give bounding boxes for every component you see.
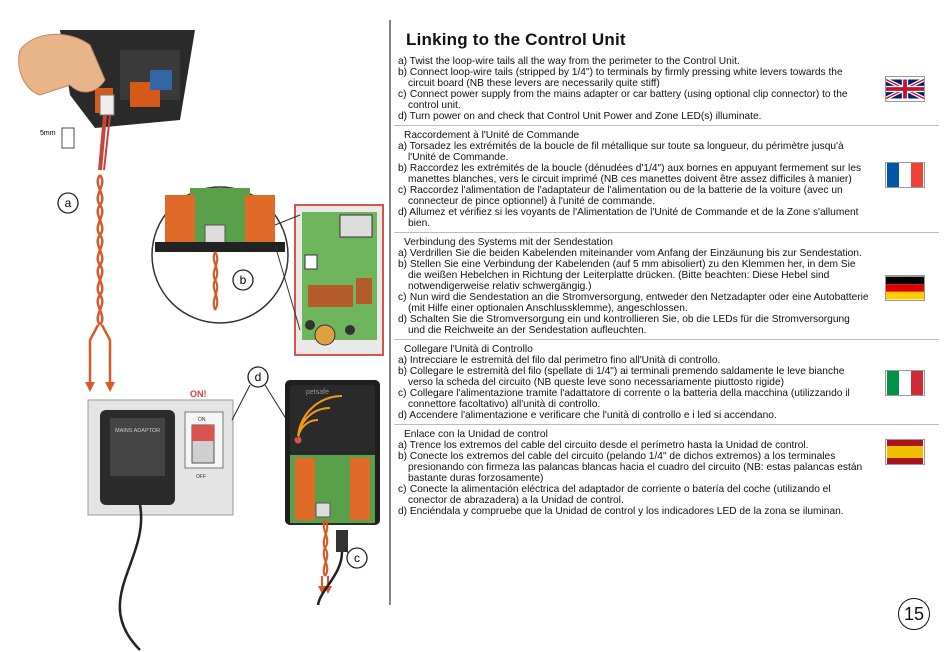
callout-a-circle <box>57 192 79 214</box>
list-item: a) Trence los extremos del cable del cir… <box>398 440 809 451</box>
section-french: Raccordement à l'Unité de Commande a) To… <box>394 130 939 233</box>
list-item: c) Connect power supply from the mains a… <box>398 89 848 111</box>
list-item: a) Twist the loop-wire tails all the way… <box>398 56 740 67</box>
list-item: d) Schalten Sie die Stromversorgung ein … <box>398 314 850 336</box>
installation-illustration: 5mm a b <box>18 20 391 651</box>
control-unit-image <box>285 380 380 606</box>
instructions-column: Linking to the Control Unit a) Twist the… <box>394 30 939 524</box>
section-german: Verbindung des Systems mit der Sendestat… <box>394 237 939 340</box>
list-item: b) Stellen Sie eine Verbindung der Kabel… <box>398 259 856 292</box>
list-item: a) Intrecciare le estremità del filo dal… <box>398 355 721 366</box>
hand-connecting-wires-image <box>18 30 195 171</box>
section-english: a) Twist the loop-wire tails all the way… <box>394 56 939 126</box>
section-heading: Raccordement à l'Unité de Commande <box>404 130 580 141</box>
list-item: c) Nun wird die Sendestation an die Stro… <box>398 292 869 314</box>
on-label: ON! <box>190 389 207 399</box>
twisted-wire-a <box>85 174 115 392</box>
list-item: c) Collegare l'alimentazione tramite l'a… <box>398 388 850 410</box>
list-item: b) Connect loop-wire tails (stripped by … <box>398 67 843 89</box>
france-flag-icon <box>885 162 925 188</box>
list-item: d) Enciéndala y compruebe que la Unidad … <box>398 506 844 517</box>
list-item: b) Conecte los extremos del cable del ci… <box>398 451 863 484</box>
callout-c-circle <box>346 547 368 569</box>
list-item: d) Accendere l'alimentazione e verificar… <box>398 410 777 421</box>
callout-c: c <box>354 551 360 565</box>
section-italian: Collegare l'Unità di Controllo a) Intrec… <box>394 344 939 425</box>
callout-b: b <box>240 273 247 287</box>
switch-on-label: ON <box>198 417 206 423</box>
section-spanish: Enlace con la Unidad de control a) Trenc… <box>394 429 939 520</box>
list-item: a) Torsadez les extrémités de la boucle … <box>398 141 844 163</box>
italy-flag-icon <box>885 370 925 396</box>
list-item: d) Allumez et vérifiez si les voyants de… <box>398 207 859 229</box>
page-number: 15 <box>898 598 930 630</box>
device-brand: petsafe <box>306 389 329 396</box>
adapter-label: MAINS ADAPTOR <box>115 428 160 434</box>
switch-off-label: OFF <box>196 474 206 480</box>
page-title: Linking to the Control Unit <box>406 30 626 49</box>
germany-flag-icon <box>885 275 925 301</box>
list-item: c) Raccordez l'alimentation de l'adaptat… <box>398 185 843 207</box>
section-heading: Enlace con la Unidad de control <box>404 429 548 440</box>
callout-d-circle <box>247 366 269 388</box>
callout-d: d <box>255 370 262 384</box>
terminal-closeup-image <box>151 186 289 324</box>
mains-adapter-image <box>87 399 234 651</box>
list-item: d) Turn power on and check that Control … <box>398 111 762 122</box>
callout-b-circle <box>232 269 254 291</box>
section-heading: Verbindung des Systems mit der Sendestat… <box>404 237 613 248</box>
measure-label: 5mm <box>40 130 56 137</box>
uk-flag-icon <box>885 76 925 102</box>
spain-flag-icon <box>885 439 925 465</box>
list-item: a) Verdrillen Sie die beiden Kabelenden … <box>398 248 862 259</box>
section-heading: Collegare l'Unità di Controllo <box>404 344 533 355</box>
circuit-board-image <box>274 204 384 356</box>
list-item: b) Raccordez les extrémités de la boucle… <box>398 163 862 185</box>
callout-a: a <box>65 196 72 210</box>
list-item: c) Conecte la alimentación eléctrica del… <box>398 484 831 506</box>
list-item: b) Collegare le estremità del filo (spel… <box>398 366 845 388</box>
